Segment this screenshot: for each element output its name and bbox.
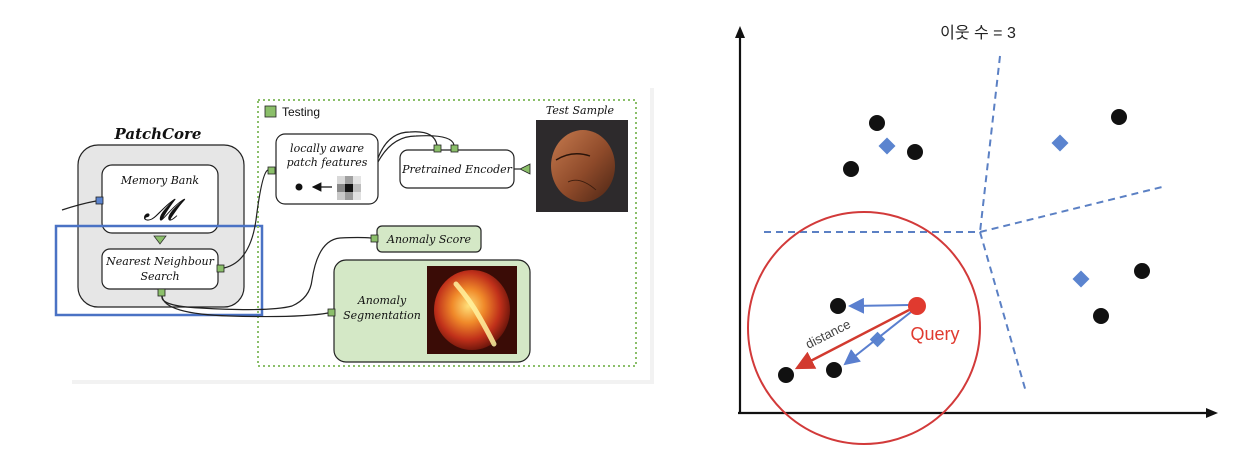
anomaly-score-port [370, 234, 379, 243]
encoder-port-2 [450, 144, 459, 153]
patch-features-line1: locally aware [290, 142, 364, 155]
encoder-input-triangle-icon [519, 163, 531, 175]
data-point [907, 144, 923, 160]
distance-label: distance [803, 316, 853, 351]
encoder-link-2 [377, 135, 455, 163]
heatmap-streak [453, 281, 497, 347]
patch-grid-icon [337, 176, 361, 200]
nn-search-line1: Nearest Neighbour [105, 255, 215, 268]
boundary-top [979, 55, 1001, 233]
memory-bank-label: Memory Bank [120, 174, 200, 187]
memory-bank-port [95, 196, 104, 205]
patchcore-title: PatchCore [114, 125, 202, 143]
encoder-link-1 [377, 131, 438, 159]
nut-crack [555, 153, 591, 161]
nn-to-seg-line [161, 295, 329, 318]
boundary-right [979, 185, 1167, 233]
nn-port-bottom [157, 288, 166, 297]
knn-diagram: 이웃 수 = 3 distance [735, 24, 1218, 445]
anomaly-seg-line2: Segmentation [343, 309, 421, 322]
feature-dot-icon [295, 183, 303, 191]
boundary-bottom [979, 231, 1027, 393]
data-point [843, 161, 859, 177]
centroid-diamond-icon [1072, 270, 1090, 288]
testing-legend-icon [264, 105, 277, 118]
neighbour-point [778, 367, 794, 383]
neighbourhood-circle [747, 211, 981, 445]
patch-features-line2: patch features [287, 156, 368, 169]
data-point [1134, 263, 1150, 279]
down-triangle-icon [153, 235, 167, 245]
nut-stripe [567, 179, 597, 191]
data-point [1111, 109, 1127, 125]
nn-to-features-line [223, 169, 269, 269]
nn-to-score-line [161, 236, 372, 311]
nn-port-right [216, 264, 225, 273]
testing-region [257, 99, 637, 367]
neighbour-arrow-2 [843, 311, 912, 366]
heatmap-blob [434, 270, 510, 350]
test-sample-label: Test Sample [546, 104, 615, 117]
distance-arrow [794, 308, 910, 370]
knn-title: 이웃 수 = 3 [940, 24, 1016, 42]
neighbour-arrow-1 [848, 297, 910, 314]
centroid-diamond-icon [1051, 134, 1069, 152]
anomaly-score-label: Anomaly Score [386, 233, 471, 246]
nn-search-line2: Search [140, 270, 179, 283]
data-point [1093, 308, 1109, 324]
patch-features-port [267, 166, 276, 175]
testing-label: Testing [282, 105, 320, 119]
memory-bank-input-line [61, 200, 97, 211]
hazelnut-icon [551, 130, 615, 202]
centroid-diamond-icon [878, 137, 896, 155]
encoder-label: Pretrained Encoder [401, 163, 513, 176]
query-label: Query [910, 324, 959, 344]
data-point [869, 115, 885, 131]
encoder-port-1 [433, 144, 442, 153]
neighbour-point [826, 362, 842, 378]
neighbour-point [830, 298, 846, 314]
y-axis-arrow-icon [735, 26, 745, 38]
highlight-box [54, 224, 264, 317]
anomaly-seg-line1: Anomaly [357, 294, 407, 307]
anomaly-seg-port [327, 308, 336, 317]
patchcore-diagram: PatchCore Memory Bank 𝓜 Nearest Neighbou… [54, 84, 654, 384]
query-point [908, 297, 926, 315]
x-axis-arrow-icon [1206, 408, 1218, 418]
